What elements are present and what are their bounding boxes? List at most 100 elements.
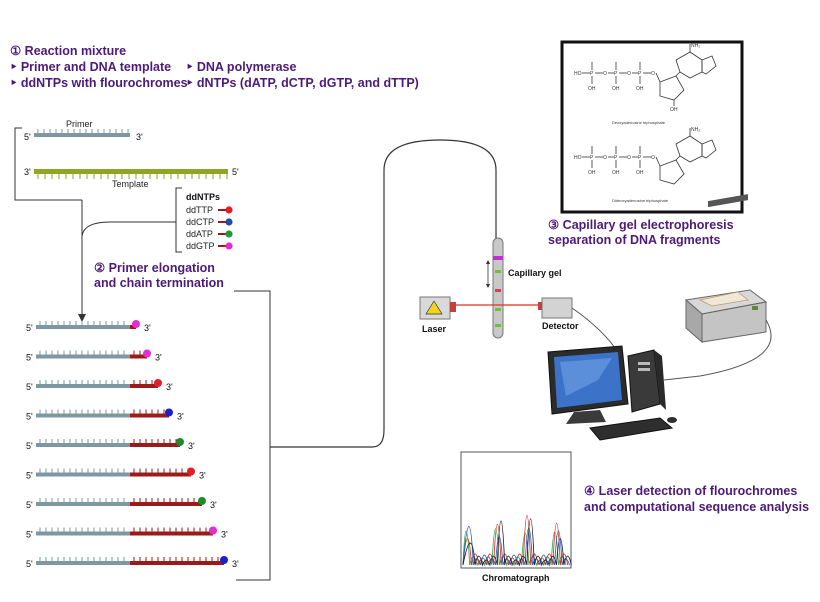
primer-backbone [34,133,130,137]
fragment-primer [36,325,130,329]
primer-label: Primer [66,119,93,129]
fragment-extension [130,472,191,477]
svg-text:O: O [651,155,655,161]
fragment-three-prime: 3' [199,471,206,481]
fragment-three-prime: 3' [210,500,217,510]
fragment-row: 5'3' [26,438,195,451]
svg-text:OH: OH [588,170,596,176]
computer-icon [547,345,677,441]
step2-line1: ② Primer elongation [94,261,215,275]
capillary-band-red [495,289,501,292]
fragment-five-prime: 5' [26,471,33,481]
svg-text:O: O [627,71,631,77]
step1-bullet-polymerase: ‣ DNA polymerase [186,60,296,74]
fragment-primer [36,561,130,565]
svg-text:P: P [614,155,618,161]
fragment-row: 5' 3' [26,497,217,510]
fragment-three-prime: 3' [177,412,184,422]
step4-line1: ④ Laser detection of flourochromes [584,484,797,498]
primer-five-prime: 5' [24,132,31,142]
template-strand: 3' 5' Template [24,167,239,189]
capillary-band-green-3 [495,324,501,327]
migration-arrow-up [486,260,490,264]
fragment-dye [143,349,151,358]
template-three-prime: 3' [24,167,31,177]
ddatp-caption: Dideoxyadenosine triphosphate [612,198,669,203]
detector-aperture [538,302,542,310]
capillary-band-green-2 [495,308,501,311]
fragment-primer [36,384,130,388]
ddntp-pin-ddatp [218,230,233,238]
fragment-five-prime: 5' [26,412,33,422]
capillary-label: Capillary gel [508,268,562,278]
fragment-extension [130,325,136,329]
detector-label: Detector [542,321,579,331]
fragment-five-prime: 5' [26,382,33,392]
ddntp-legend: ddNTPs ddTTP ddCTP ddATP ddGTP [175,187,233,253]
svg-text:OH: OH [636,86,644,92]
fragment-dye [132,320,140,328]
fragment-dye [176,438,184,446]
fragment-extension [130,531,213,536]
svg-text:P: P [614,71,618,77]
svg-text:P: P [590,71,594,77]
svg-text:OH: OH [612,86,620,92]
fragment-five-prime: 5' [26,530,33,540]
keyboard [589,417,674,441]
structures-frame [560,40,744,214]
step1-heading: ① Reaction mixture [10,44,126,58]
template-backbone [34,169,228,174]
fragment-five-prime: 5' [26,500,33,510]
ddntp-pin-ddgtp [218,242,233,250]
ddatp-structure: HO P O P O P O OH OH OH [574,127,717,203]
laser-label: Laser [422,324,447,334]
printer-icon [684,194,768,344]
laser-warning-icon [425,300,443,315]
fragment-three-prime: 3' [166,382,173,392]
ddntp-label-gtp: ddGTP [186,241,215,251]
svg-text:O: O [603,71,607,77]
ddntp-pin-ddctp [218,218,233,226]
capillary-tubing [270,139,497,448]
svg-text:OH: OH [636,170,644,176]
svg-text:NH₂: NH₂ [691,43,700,49]
fragment-extension [130,561,224,565]
datp-structure: HO P O P O P O OH OH OH [574,43,717,125]
fragment-extension [130,413,169,418]
primer-strand: Primer 5' 3' [24,119,143,142]
fragment-extension [130,384,158,388]
monitor-stand [566,410,606,424]
svg-text:HO: HO [574,155,582,161]
fragment-dye [165,408,173,417]
svg-text:P: P [590,155,594,161]
fragment-dye [187,467,195,476]
svg-text:OH: OH [588,86,596,92]
fragment-dye [220,556,228,564]
detector-unit: Detector [538,297,621,356]
step1-bullet-dntps: ‣ dNTPs (dATP, dCTP, dGTP, and dTTP) [186,76,419,90]
fragment-dye [154,379,162,387]
mouse [667,417,677,423]
fragment-dye [209,526,217,535]
detector-body [541,297,573,319]
capillary-band-green-1 [495,270,501,273]
fragment-row: 5' 3' [26,467,206,481]
fragment-five-prime: 5' [26,323,33,333]
ddntp-pins [218,206,233,250]
laser-aperture [450,302,456,312]
svg-text:O: O [651,71,655,77]
fragment-three-prime: 3' [144,323,151,333]
flow-arrowhead [78,314,86,322]
svg-text:O: O [603,155,607,161]
fragment-three-prime: 3' [155,353,162,363]
fragment-primer [36,354,130,359]
svg-text:HO: HO [574,71,582,77]
template-label: Template [112,179,149,189]
ddntp-title: ddNTPs [186,192,220,202]
fragment-primer [36,531,130,536]
template-five-prime: 5' [232,167,239,177]
fragment-row: 5' 3' [26,320,151,333]
step1-bullet-ddntps: ‣ ddNTPs with flourochromes [10,76,188,90]
fragment-extension [130,354,147,359]
